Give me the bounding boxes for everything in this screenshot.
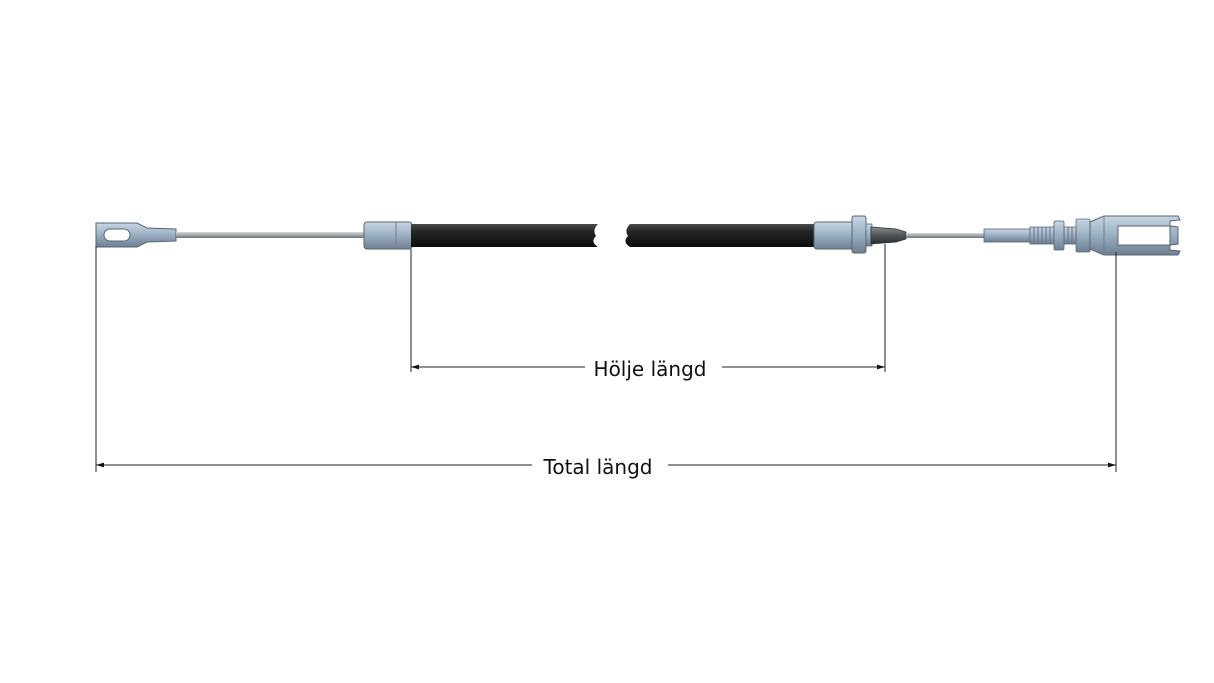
left-eyelet-fitting: [95, 222, 177, 248]
housing-right-segment: [625, 224, 815, 247]
extension-lines: [95, 244, 1117, 472]
inner-wire-left: [176, 232, 366, 238]
total-length-dimension: Total längd: [96, 455, 1116, 479]
right-ferrule: [813, 215, 873, 254]
threaded-rod: [983, 218, 1091, 253]
inner-wire-right: [906, 233, 986, 238]
total-length-label: Total längd: [543, 455, 653, 479]
left-ferrule: [363, 221, 413, 250]
clevis-fork: [1089, 215, 1181, 256]
housing-length-dimension: Hölje längd: [411, 357, 885, 381]
housing-length-label: Hölje längd: [594, 357, 707, 381]
crimp-tube: [870, 226, 907, 245]
housing-left-segment: [411, 224, 598, 247]
